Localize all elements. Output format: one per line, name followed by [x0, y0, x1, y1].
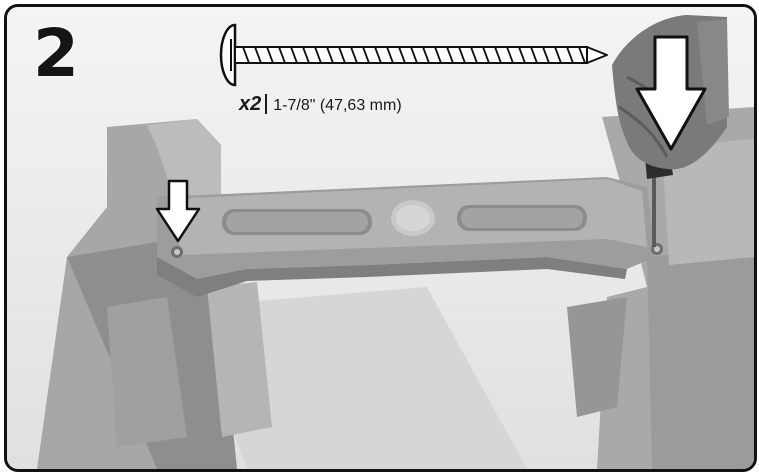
screw-icon [219, 23, 608, 87]
step-number: 2 [33, 15, 79, 92]
hardware-length: 1-7/8" (47,63 mm) [273, 97, 402, 114]
down-arrow-icon [635, 35, 707, 151]
instruction-panel: 2 x2 1-7/8" (47,63 mm) [4, 4, 757, 472]
caption-divider [265, 94, 268, 114]
hardware-quantity: x2 [239, 93, 262, 115]
down-arrow-icon [155, 179, 201, 243]
hardware-caption: x2 1-7/8" (47,63 mm) [239, 93, 402, 116]
